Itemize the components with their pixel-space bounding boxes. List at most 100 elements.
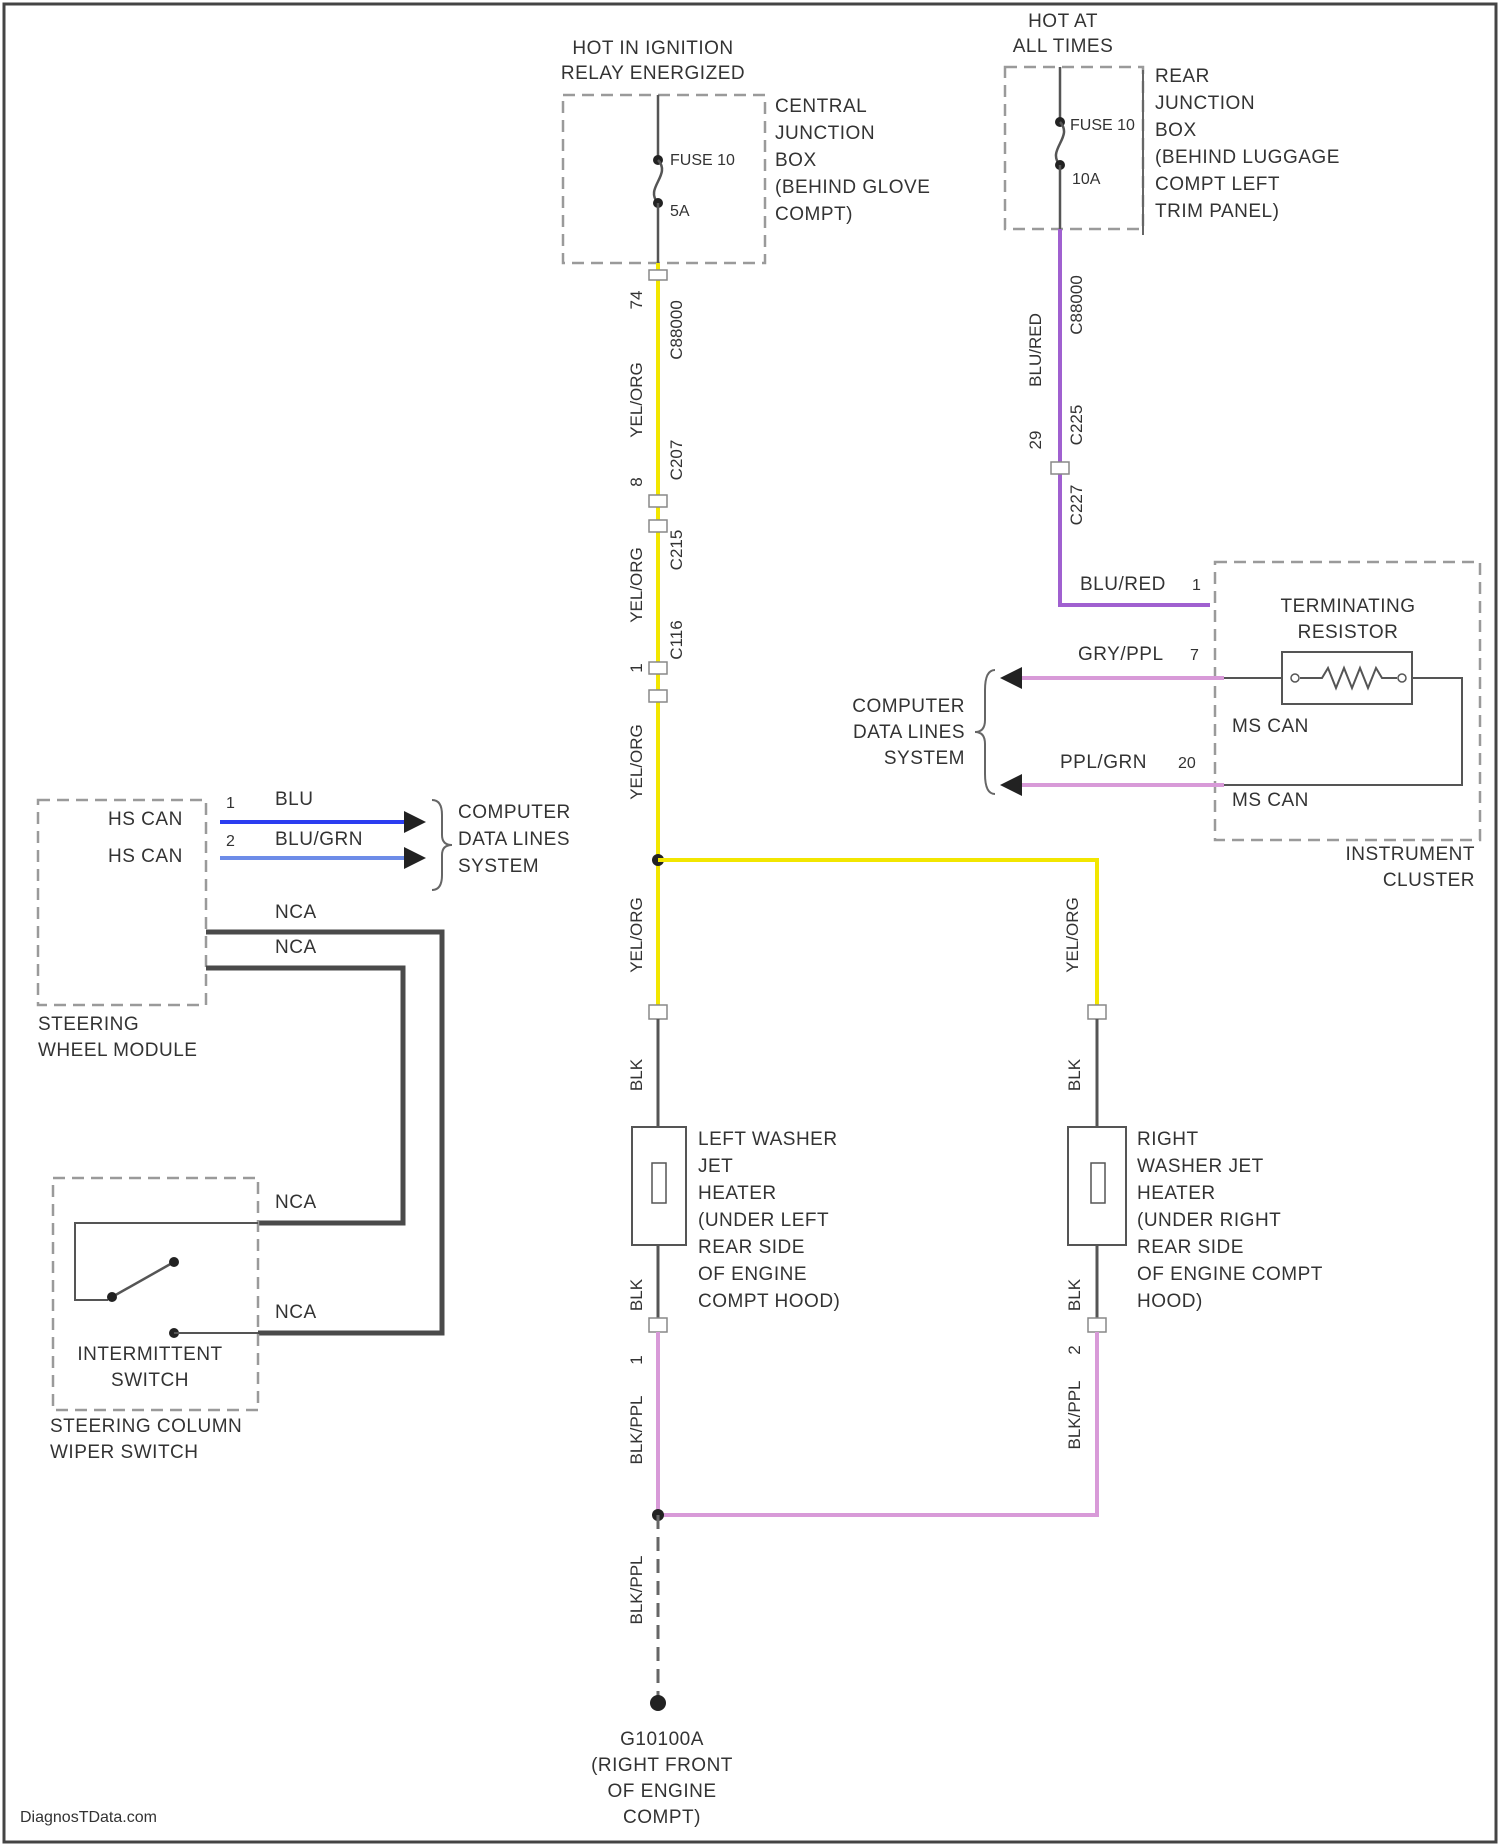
nca-wire-inner: [206, 968, 403, 1223]
swm-pin-2: 2: [226, 833, 235, 850]
arrow-right-icon: [404, 847, 426, 869]
resistor-terminal-icon: [1398, 674, 1406, 682]
cluster-data-lines-brace: [975, 670, 995, 794]
right-power-header-2: ALL TIMES: [1013, 36, 1114, 57]
swm-data-lines-1: COMPUTER: [458, 802, 571, 823]
left-fuse-rating: 5A: [670, 203, 690, 220]
ppl-grn-pin: 20: [1178, 755, 1196, 772]
left-fuse-symbol: [653, 95, 663, 263]
right-heater-label-line: (UNDER RIGHT: [1137, 1210, 1281, 1231]
cluster-data-lines-3: SYSTEM: [884, 748, 965, 769]
left-heater-label-line: COMPT HOOD): [698, 1291, 840, 1312]
left-heater-wire-top: BLK: [627, 1058, 646, 1091]
right-heater-label-line: HEATER: [1137, 1183, 1216, 1204]
right-fuse-rating: 10A: [1072, 171, 1101, 188]
left-heater-label-line: HEATER: [698, 1183, 777, 1204]
watermark: DiagnosTData.com: [20, 1809, 157, 1826]
left-wire-label-1: YEL/ORG: [627, 362, 646, 438]
left-fuse-location: CENTRAL JUNCTION BOX (BEHIND GLOVE COMPT…: [775, 96, 930, 225]
cluster-data-lines-1: COMPUTER: [852, 696, 965, 717]
right-heater-wire-bottom: BLK: [1065, 1278, 1084, 1311]
ms-can-label-2: MS CAN: [1232, 790, 1309, 811]
swm-data-lines-brace: [432, 800, 452, 890]
swm-name-1: STEERING: [38, 1014, 139, 1035]
left-heater-ppl-wire: BLK/PPL: [627, 1396, 646, 1465]
right-fuse-location-line: (BEHIND LUGGAGE: [1155, 147, 1340, 168]
right-heater-label-line: OF ENGINE COMPT: [1137, 1264, 1323, 1285]
ground-icon: [650, 1695, 666, 1711]
left-fuse-location-line: JUNCTION: [775, 123, 875, 144]
right-fuse-location-line: REAR: [1155, 66, 1210, 87]
switch-contact-icon: [107, 1292, 117, 1302]
instrument-cluster-name-1: INSTRUMENT: [1345, 844, 1475, 865]
right-heater-wire-top: BLK: [1065, 1058, 1084, 1091]
ground-label-line: G10100A: [620, 1729, 704, 1750]
left-heater-top-connector: [649, 1005, 667, 1019]
left-connector-c215: C215: [667, 530, 686, 571]
intermittent-switch-label-1: INTERMITTENT: [77, 1344, 222, 1365]
cluster-data-lines-2: DATA LINES: [853, 722, 965, 743]
terminating-resistor-label-1: TERMINATING: [1281, 596, 1416, 617]
right-heater-top-connector: [1088, 1005, 1106, 1019]
left-wire-label-2: YEL/ORG: [627, 547, 646, 623]
right-yellow-wire-label: YEL/ORG: [1063, 897, 1082, 973]
right-connector-c227: C227: [1067, 485, 1086, 526]
nca-label-2: NCA: [275, 937, 317, 958]
blu-wire-label: BLU: [275, 789, 313, 810]
right-heater-label: RIGHT WASHER JET HEATER (UNDER RIGHT REA…: [1137, 1129, 1323, 1312]
swm-name-2: WHEEL MODULE: [38, 1040, 197, 1061]
left-power-header-2: RELAY ENERGIZED: [561, 63, 745, 84]
left-connector-top: C88000: [667, 300, 686, 360]
swm-pin-1: 1: [226, 795, 235, 812]
instrument-cluster-name-2: CLUSTER: [1383, 870, 1475, 891]
left-fuse-location-line: COMPT): [775, 204, 853, 225]
nca-wire-outer: [206, 932, 442, 1333]
diagram-frame: [4, 4, 1496, 1842]
hs-can-label-2: HS CAN: [108, 846, 183, 867]
left-fuse-location-line: BOX: [775, 150, 817, 171]
right-heater-element-icon: [1091, 1163, 1105, 1203]
ground-wire-label: BLK/PPL: [627, 1556, 646, 1625]
right-fuse-symbol: [1055, 67, 1065, 229]
switch-loop-wire: [75, 1223, 258, 1300]
left-heater-label: LEFT WASHER JET HEATER (UNDER LEFT REAR …: [698, 1129, 840, 1312]
hs-can-label-1: HS CAN: [108, 809, 183, 830]
swm-data-lines-2: DATA LINES: [458, 829, 570, 850]
terminating-resistor-label-2: RESISTOR: [1298, 622, 1399, 643]
purple-connector-c225: [1051, 462, 1069, 474]
intermittent-switch-label-2: SWITCH: [111, 1370, 189, 1391]
ms-can-label-1: MS CAN: [1232, 716, 1309, 737]
right-heater-label-line: REAR SIDE: [1137, 1237, 1244, 1258]
arrow-left-icon: [1000, 774, 1022, 796]
left-pin-74: 74: [627, 291, 646, 310]
wiper-switch-name-1: STEERING COLUMN: [50, 1416, 242, 1437]
gry-ppl-wire-label: GRY/PPL: [1078, 644, 1164, 665]
arrow-left-icon: [1000, 667, 1022, 689]
right-fuse-location-line: COMPT LEFT: [1155, 174, 1280, 195]
left-heater-element-icon: [652, 1163, 666, 1203]
right-heater-label-line: RIGHT: [1137, 1129, 1199, 1150]
right-fuse-location-line: JUNCTION: [1155, 93, 1255, 114]
left-pin-1: 1: [627, 663, 646, 672]
ground-label-line: COMPT): [623, 1807, 701, 1828]
blu-grn-wire-label: BLU/GRN: [275, 829, 363, 850]
left-fuse-name: FUSE 10: [670, 152, 735, 169]
left-heater-label-line: (UNDER LEFT: [698, 1210, 829, 1231]
wiper-nca-bottom: NCA: [275, 1302, 317, 1323]
right-pin-29: 29: [1026, 431, 1045, 450]
yellow-wire-right-branch: [658, 860, 1097, 1010]
central-junction-box: [563, 95, 765, 263]
right-heater-ppl-wire: BLK/PPL: [1065, 1381, 1084, 1450]
left-fuse-location-line: CENTRAL: [775, 96, 867, 117]
left-heater-label-line: REAR SIDE: [698, 1237, 805, 1258]
ground-label-line: OF ENGINE: [607, 1781, 716, 1802]
resistor-terminal-icon: [1291, 674, 1299, 682]
switch-contact-lever: [112, 1262, 174, 1297]
left-wire-label-4: YEL/ORG: [627, 897, 646, 973]
ground-label-line: (RIGHT FRONT: [591, 1755, 733, 1776]
left-fuse-location-line: (BEHIND GLOVE: [775, 177, 930, 198]
arrow-right-icon: [404, 811, 426, 833]
left-heater-label-line: JET: [698, 1156, 733, 1177]
right-heater-bottom-connector: [1088, 1318, 1106, 1332]
switch-contact-icon: [169, 1257, 179, 1267]
